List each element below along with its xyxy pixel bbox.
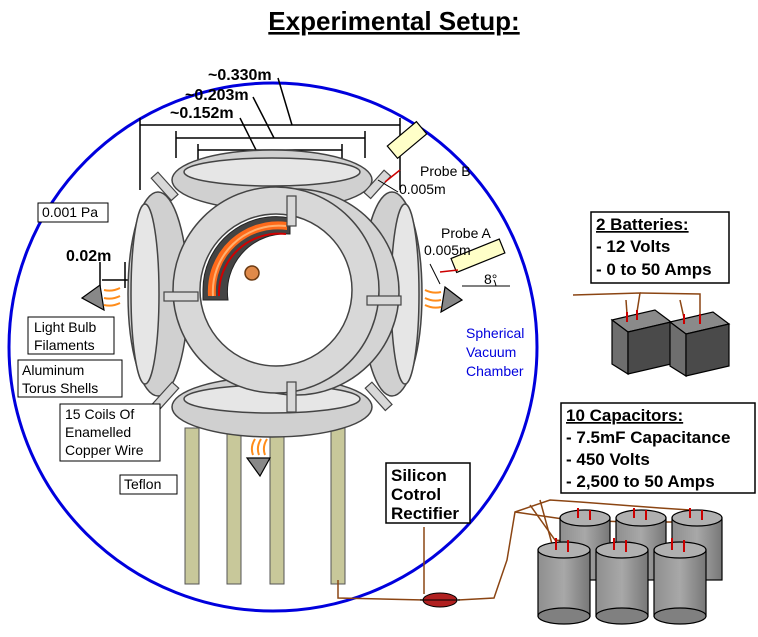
scr-label-line: Cotrol xyxy=(391,485,441,504)
battery-left xyxy=(610,309,673,376)
torus-label-box: Aluminum Torus Shells xyxy=(17,359,123,398)
dimension-middle: ~0.203m xyxy=(185,87,249,104)
filaments-label-line: Light Bulb xyxy=(34,319,96,335)
batteries-info-box: 2 Batteries: - 12 Volts - 0 to 50 Amps xyxy=(590,211,730,284)
capacitor xyxy=(595,541,649,625)
light-bulb-filament-right xyxy=(424,285,464,314)
teflon-label: Teflon xyxy=(124,476,161,492)
scr-label-line: Silicon xyxy=(391,466,447,485)
filaments-label-box: Light Bulb Filaments xyxy=(27,316,115,355)
teflon-supports xyxy=(184,427,346,585)
probe-a-distance: 0.005m xyxy=(424,242,471,258)
capacitor xyxy=(537,541,591,625)
capacitor xyxy=(653,541,707,625)
scr-label-line: Rectifier xyxy=(391,504,459,523)
coils-label-line: 15 Coils Of xyxy=(65,406,134,422)
pressure-label: 0.001 Pa xyxy=(42,204,98,220)
scr-component xyxy=(420,592,460,608)
light-bulb-filament-left xyxy=(80,283,121,312)
probe-a-label: Probe A xyxy=(441,225,491,241)
battery-right xyxy=(668,311,731,378)
chamber-label-line: Vacuum xyxy=(466,344,516,360)
probe-a-angle: 8° xyxy=(484,271,497,287)
batteries-heading: 2 Batteries: xyxy=(596,215,689,234)
light-bulb-filament-bottom xyxy=(245,438,272,478)
dimension-outer: ~0.330m xyxy=(208,67,272,84)
page-title: Experimental Setup: xyxy=(268,6,519,36)
capacitors-info-box: 10 Capacitors: - 7.5mF Capacitance - 450… xyxy=(560,402,756,494)
capacitors-line: - 2,500 to 50 Amps xyxy=(566,472,715,491)
coils-label-box: 15 Coils Of Enamelled Copper Wire xyxy=(59,403,161,462)
torus-label-line: Torus Shells xyxy=(22,380,98,396)
probe-b xyxy=(377,120,428,193)
probe-a xyxy=(429,238,510,287)
teflon-label-box: Teflon xyxy=(119,474,178,495)
chamber-label: Spherical Vacuum Chamber xyxy=(466,325,524,379)
dimension-gap: 0.02m xyxy=(66,248,111,265)
capacitors-bank xyxy=(537,508,723,625)
capacitors-line: - 450 Volts xyxy=(566,450,650,469)
vacuum-chamber xyxy=(7,81,539,613)
coils-label-line: Copper Wire xyxy=(65,442,144,458)
dimension-lines xyxy=(99,77,401,288)
coils-label-line: Enamelled xyxy=(65,424,131,440)
batteries-line: - 12 Volts xyxy=(596,237,670,256)
chamber-label-line: Spherical xyxy=(466,325,524,341)
capacitors-heading: 10 Capacitors: xyxy=(566,406,683,425)
capacitors-line: - 7.5mF Capacitance xyxy=(566,428,730,447)
filaments-label-line: Filaments xyxy=(34,337,95,353)
chamber-label-line: Chamber xyxy=(466,363,524,379)
dimension-inner: ~0.152m xyxy=(170,105,234,122)
pressure-box xyxy=(37,202,109,223)
probe-b-distance: 0.005m xyxy=(399,181,446,197)
probe-b-label: Probe B xyxy=(420,163,471,179)
batteries-line: - 0 to 50 Amps xyxy=(596,260,712,279)
torus-label-line: Aluminum xyxy=(22,362,84,378)
scr-label-box: Silicon Cotrol Rectifier xyxy=(385,462,471,524)
